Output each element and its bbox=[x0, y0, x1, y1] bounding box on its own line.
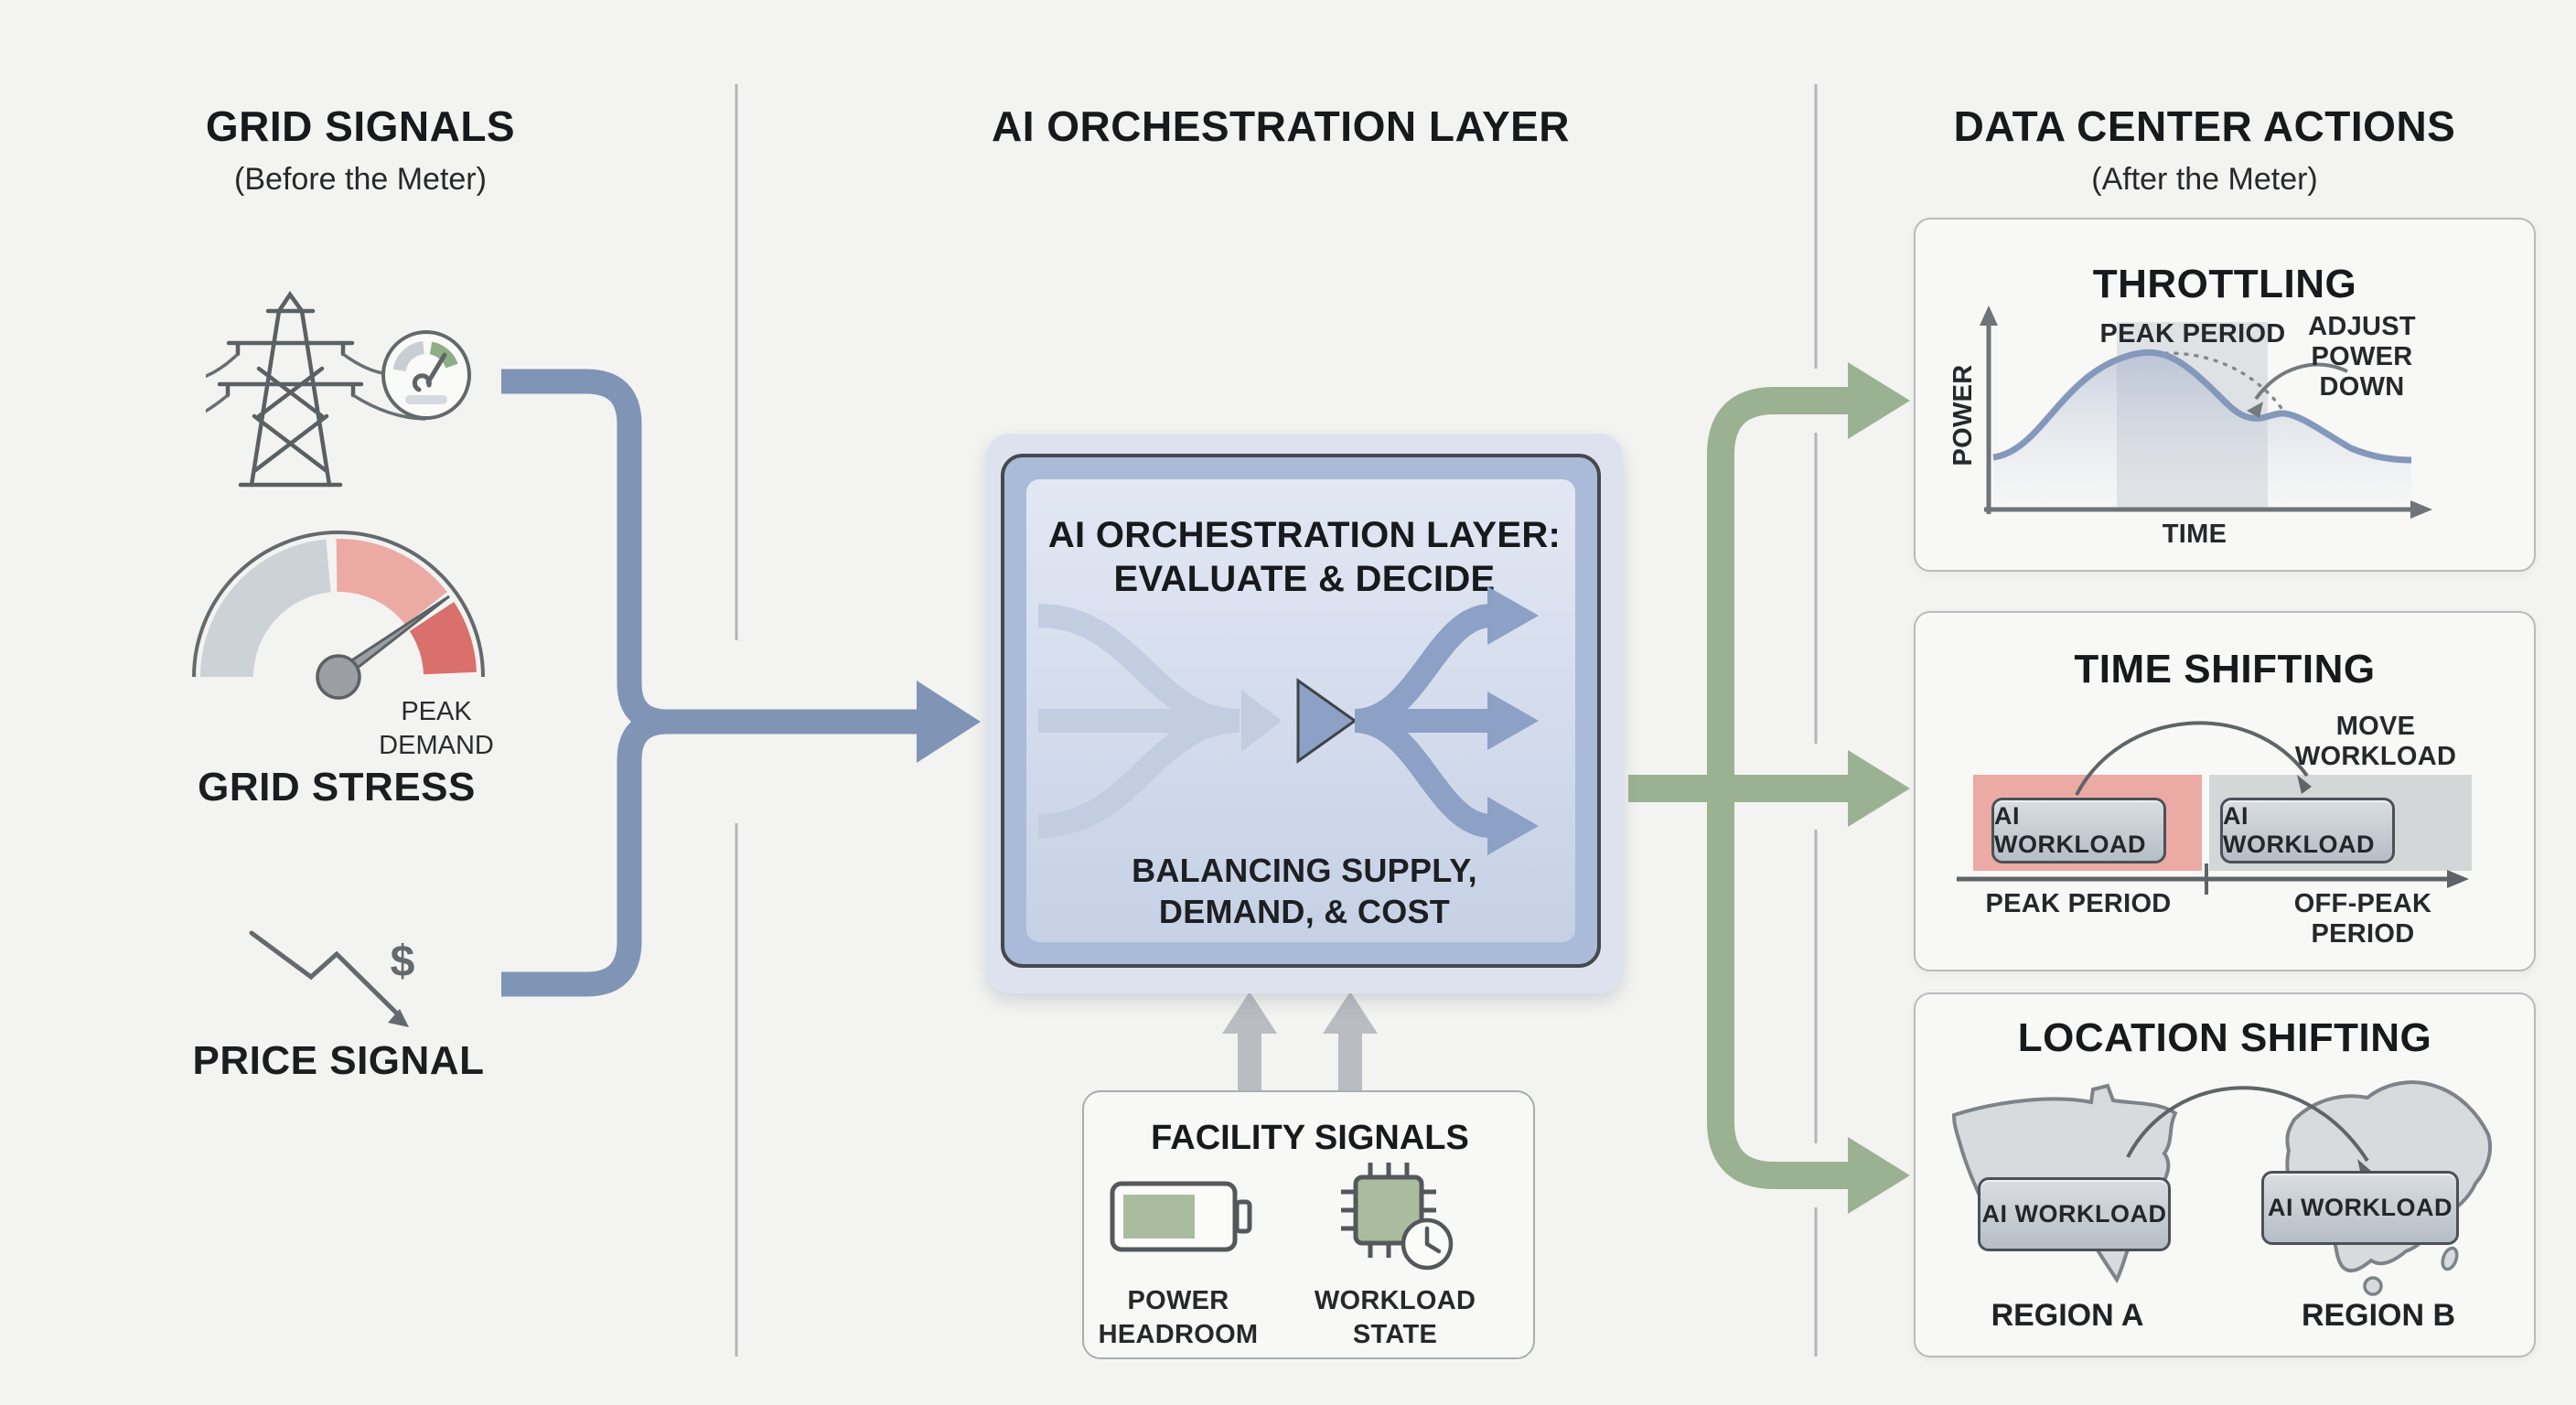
orchestration-box: AI ORCHESTRATION LAYER: EVALUATE & DECID… bbox=[986, 434, 1623, 993]
grid-signal-connector bbox=[501, 369, 922, 997]
location-shifting-title: LOCATION SHIFTING bbox=[2017, 1014, 2432, 1060]
x-axis-label: TIME bbox=[2162, 519, 2227, 549]
action-arrowheads-icon bbox=[1848, 362, 1910, 1214]
power-headroom-label-line1: POWER bbox=[1127, 1285, 1229, 1315]
workload-state-label-line1: WORKLOAD bbox=[1314, 1285, 1476, 1315]
orchestration-header: AI ORCHESTRATION LAYER bbox=[991, 102, 1571, 150]
peak-period-axis-label: PEAK PERIOD bbox=[1985, 888, 2172, 918]
move-workload-line2: WORKLOAD bbox=[2294, 741, 2457, 771]
grid-signals-subheader: (Before the Meter) bbox=[234, 162, 487, 198]
facility-signals-box: FACILITY SIGNALS POWER HEADROOM WORKLOAD… bbox=[1082, 1090, 1535, 1359]
location-shifting-card: LOCATION SHIFTING AI WORKLOAD AI WORKLOA… bbox=[1914, 992, 2536, 1357]
data-center-actions-header: DATA CENTER ACTIONS bbox=[1953, 102, 2456, 150]
power-area bbox=[1993, 352, 2411, 509]
dollar-icon: $ bbox=[390, 937, 415, 986]
workload-state-label-line2: STATE bbox=[1352, 1319, 1438, 1349]
ai-workload-box-offpeak: AI WORKLOAD bbox=[2220, 798, 2395, 863]
power-gauge-icon bbox=[381, 330, 471, 420]
battery-icon bbox=[1110, 1181, 1252, 1252]
ai-workload-label: AI WORKLOAD bbox=[1994, 802, 2146, 858]
orchestration-title-line2: EVALUATE & DECIDE bbox=[1113, 559, 1496, 599]
region-a-label: REGION A bbox=[1991, 1298, 2144, 1334]
ai-workload-label: AI WORKLOAD bbox=[2223, 802, 2375, 858]
power-headroom-label-line2: HEADROOM bbox=[1098, 1319, 1259, 1349]
grid-stress-gauge-icon bbox=[192, 531, 485, 700]
ai-workload-label: AI WORKLOAD bbox=[1981, 1200, 2167, 1228]
grid-signals-header: GRID SIGNALS bbox=[205, 102, 516, 150]
time-shifting-card: TIME SHIFTING MOVE WORKLOAD AI WORKLOAD … bbox=[1914, 611, 2536, 971]
transmission-tower-icon bbox=[206, 291, 471, 488]
price-signal-label: PRICE SIGNAL bbox=[192, 1037, 485, 1083]
power-curve-chart bbox=[1980, 306, 2432, 519]
adjust-power-down-line2: POWER bbox=[2311, 341, 2413, 371]
adjust-power-down-line1: ADJUST bbox=[2308, 311, 2416, 341]
throttling-peak-period-label: PEAK PERIOD bbox=[2099, 318, 2286, 349]
ai-workload-box-region-a: AI WORKLOAD bbox=[1978, 1177, 2171, 1251]
ai-workload-box-region-b: AI WORKLOAD bbox=[2261, 1171, 2459, 1245]
orchestration-title-line1: AI ORCHESTRATION LAYER: bbox=[1047, 515, 1562, 555]
orchestration-caption-line1: BALANCING SUPPLY, bbox=[1132, 852, 1477, 890]
data-center-actions-subheader: (After the Meter) bbox=[2091, 162, 2318, 198]
throttling-title: THROTTLING bbox=[2092, 261, 2357, 306]
throttling-card: THROTTLING PEAK PERIOD ADJUST POWER DOWN… bbox=[1914, 218, 2536, 572]
adjust-annotation-arrow bbox=[2254, 362, 2348, 401]
timeline-graphic bbox=[1957, 721, 2469, 895]
chip-clock-icon bbox=[1341, 1163, 1454, 1271]
action-connector bbox=[1628, 387, 1853, 1189]
orchestration-caption-line2: DEMAND, & COST bbox=[1158, 893, 1451, 931]
grid-stress-label: GRID STRESS bbox=[198, 764, 476, 810]
off-peak-axis-label-line2: PERIOD bbox=[2311, 918, 2415, 949]
move-workload-arc bbox=[2075, 721, 2309, 796]
adjust-power-down-line3: DOWN bbox=[2319, 371, 2405, 402]
ai-workload-box-peak: AI WORKLOAD bbox=[1991, 798, 2166, 863]
ai-workload-label: AI WORKLOAD bbox=[2268, 1194, 2453, 1221]
facility-title: FACILITY SIGNALS bbox=[1151, 1119, 1469, 1158]
column-divider-lines bbox=[735, 84, 1818, 1357]
y-axis-label: POWER bbox=[1948, 364, 1978, 467]
unthrottled-dotted-curve bbox=[2153, 351, 2287, 415]
off-peak-axis-label-line1: OFF-PEAK bbox=[2293, 888, 2432, 918]
peak-demand-label-line2: DEMAND bbox=[379, 730, 494, 760]
region-b-label: REGION B bbox=[2301, 1298, 2456, 1334]
peak-demand-label-line1: PEAK bbox=[401, 696, 472, 726]
power-curve bbox=[1992, 349, 2412, 464]
price-decline-icon bbox=[249, 930, 409, 1027]
time-shifting-title: TIME SHIFTING bbox=[2074, 646, 2376, 692]
facility-input-arrows-icon bbox=[1222, 992, 1378, 1092]
chart-axes bbox=[1984, 322, 2414, 514]
move-workload-line1: MOVE bbox=[2335, 711, 2416, 741]
grid-signal-arrowhead-icon bbox=[917, 681, 981, 763]
decision-flow-icon bbox=[1037, 586, 1539, 855]
